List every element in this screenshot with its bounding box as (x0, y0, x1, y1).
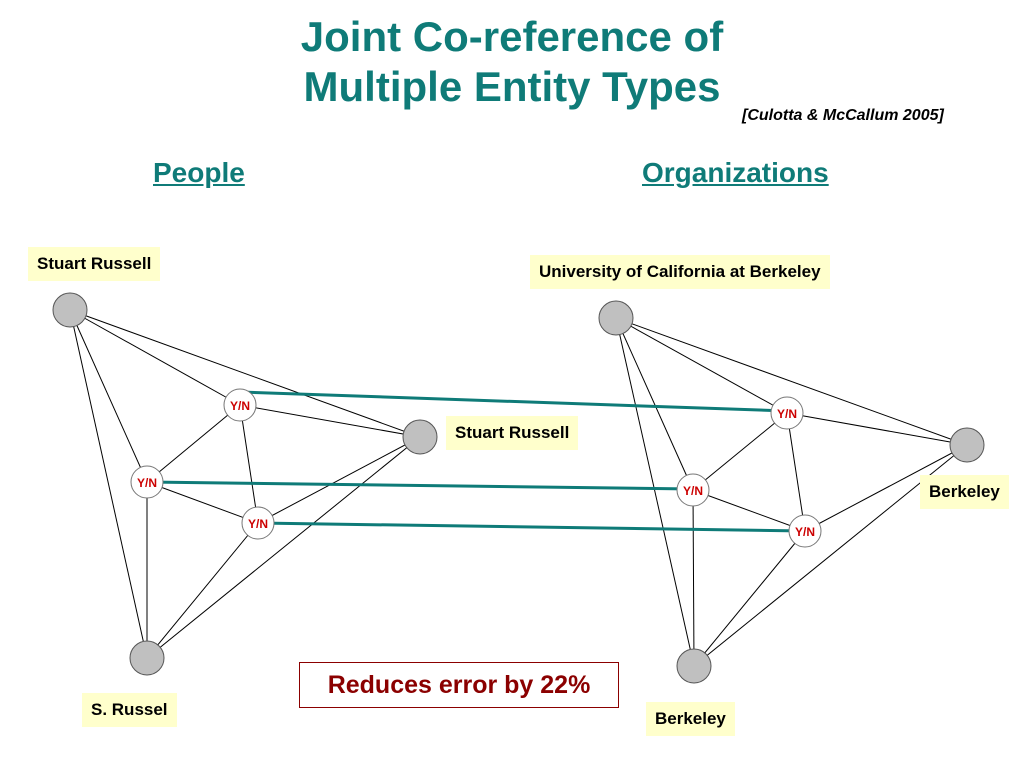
mention-node (598, 300, 634, 336)
factor-node: Y/N (223, 388, 257, 422)
org-edges (615, 317, 968, 667)
edge (69, 309, 148, 483)
result-box: Reduces error by 22% (299, 662, 619, 708)
edge (615, 317, 694, 491)
edge (257, 436, 421, 524)
edge (786, 412, 968, 446)
factor-node: Y/N (130, 465, 164, 499)
factor-nodes: Y/N Y/N Y/N Y/N Y/N Y/N (130, 388, 822, 548)
mention-node (949, 427, 985, 463)
factor-node: Y/N (676, 473, 710, 507)
edge (615, 317, 968, 446)
factor-node: Y/N (241, 506, 275, 540)
section-people: People (153, 157, 245, 188)
edge (804, 444, 968, 532)
citation: [Culotta & McCallum 2005] (742, 107, 944, 124)
title-line-1: Joint Co-reference of (300, 13, 724, 60)
edge (786, 412, 806, 532)
cross-link (257, 521, 806, 533)
people-edges (69, 309, 421, 659)
section-organizations: Organizations (642, 157, 829, 188)
edge (692, 489, 806, 532)
edge (693, 530, 806, 667)
org-mention-label-1: University of California at Berkeley (530, 255, 830, 289)
edge (615, 317, 695, 667)
cross-link (146, 480, 694, 491)
edge (146, 481, 259, 524)
edge (69, 309, 241, 406)
edge (69, 309, 421, 438)
mention-node (52, 292, 88, 328)
factor-node: Y/N (770, 396, 804, 430)
factor-node: Y/N (788, 514, 822, 548)
mention-node (676, 648, 712, 684)
factor-label: Y/N (137, 476, 157, 490)
edge (692, 412, 788, 491)
factor-label: Y/N (230, 399, 250, 413)
edge (615, 317, 788, 414)
mention-node (402, 419, 438, 455)
edge (692, 489, 695, 667)
org-mention-label-3: Berkeley (646, 702, 735, 736)
org-mention-label-2: Berkeley (920, 475, 1009, 509)
cross-link (239, 390, 788, 413)
people-mention-label-3: S. Russel (82, 693, 177, 727)
people-mention-label-1: Stuart Russell (28, 247, 161, 281)
title-line-2: Multiple Entity Types (303, 63, 721, 110)
factor-label: Y/N (795, 525, 815, 539)
slide-title: Joint Co-reference of Multiple Entity Ty… (0, 12, 1024, 112)
factor-label: Y/N (248, 517, 268, 531)
edge (146, 436, 421, 659)
factor-label: Y/N (683, 484, 703, 498)
cross-links (146, 390, 806, 533)
edge (146, 522, 259, 659)
mention-nodes (52, 292, 985, 684)
people-mention-label-2: Stuart Russell (446, 416, 579, 450)
edge (69, 309, 148, 659)
mention-node (129, 640, 165, 676)
edge (146, 404, 241, 483)
factor-label: Y/N (777, 407, 797, 421)
edge (239, 404, 421, 438)
edge (239, 404, 259, 524)
